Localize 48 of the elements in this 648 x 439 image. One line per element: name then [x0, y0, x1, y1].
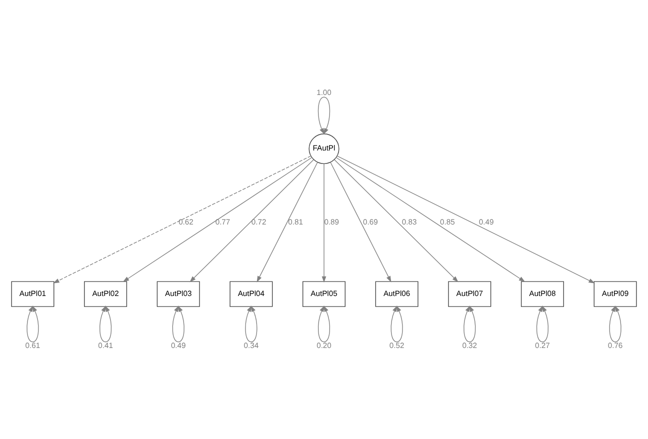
arrow — [256, 162, 318, 282]
edge-label: 0.27 — [535, 341, 550, 350]
edge-label: 0.69 — [363, 218, 378, 227]
edge-label: 0.62 — [178, 218, 194, 227]
node-box: AutPl01 — [11, 281, 54, 307]
edge-label: 0.85 — [440, 218, 455, 227]
edge-label: 0.89 — [324, 218, 340, 227]
edge-label: 0.32 — [462, 341, 478, 350]
arrow — [99, 306, 112, 342]
arrow — [172, 306, 184, 342]
arrow — [334, 159, 458, 282]
edge-label: 0.34 — [244, 341, 259, 350]
arrow — [536, 306, 549, 342]
edge-label: 0.81 — [288, 218, 303, 227]
edge-label: 0.49 — [478, 218, 494, 227]
node-box: AutPl09 — [594, 281, 637, 307]
edge-label: 0.83 — [402, 218, 417, 227]
arrow — [26, 306, 39, 342]
node-box: AutPl07 — [448, 281, 492, 307]
arrow — [318, 96, 330, 134]
arrow — [464, 306, 476, 342]
node-box: AutPl02 — [84, 281, 128, 307]
node-box: AutPl05 — [302, 281, 346, 307]
edge-label: 0.77 — [215, 218, 230, 227]
edge-label: 0.72 — [251, 218, 266, 227]
edge-label: 0.41 — [98, 341, 113, 350]
arrow — [53, 156, 312, 284]
arrow — [122, 157, 312, 282]
arrow — [322, 163, 326, 283]
node-box: AutPl08 — [520, 281, 564, 307]
node-circle: FAutPl — [308, 134, 340, 164]
arrow — [609, 306, 622, 342]
edge-label: 0.61 — [25, 341, 40, 350]
arrow — [336, 156, 595, 284]
edge-label: 1.00 — [316, 88, 332, 97]
node-box: AutPl04 — [230, 281, 273, 307]
edge-label: 0.76 — [608, 341, 623, 350]
arrow — [390, 306, 403, 342]
arrow — [190, 159, 314, 282]
arrow — [318, 306, 330, 342]
edge-label: 0.49 — [170, 341, 186, 350]
edge-label: 0.20 — [316, 341, 332, 350]
node-box: AutPl03 — [156, 281, 200, 307]
arrow — [245, 306, 258, 342]
node-box: AutPl06 — [375, 281, 418, 307]
arrow — [336, 157, 526, 282]
arrow — [330, 162, 392, 282]
edge-label: 0.52 — [389, 341, 404, 350]
